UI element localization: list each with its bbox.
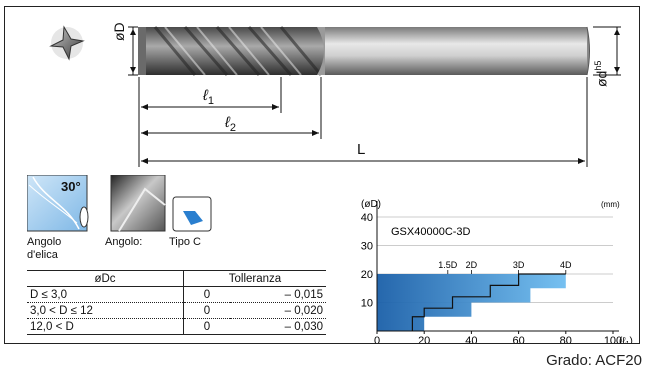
boundary-line (411, 273, 566, 331)
table-row: D ≤ 3,0 0 – 0,015 (27, 286, 326, 303)
y-tick-label: 40 (361, 212, 373, 224)
x-tick-label: 60 (512, 335, 524, 343)
feature-icons (27, 175, 212, 232)
col-header-tolerance: Tolleranza (183, 270, 326, 287)
x-tick-label: 20 (418, 335, 430, 343)
dim-l2-label: ℓ2 (225, 114, 236, 134)
cell-lower: – 0,020 (230, 302, 326, 319)
ratio-label: 1.5D (438, 260, 458, 270)
corner-angle-caption: Angolo: (105, 236, 143, 248)
x-tick-label: 40 (465, 335, 477, 343)
y-tick-label: 20 (361, 269, 373, 281)
x-tick-label: 0 (374, 335, 380, 343)
x-tick-label: 100 (604, 335, 622, 343)
cell-range: D ≤ 3,0 (27, 286, 184, 303)
unit-label: (mm) (601, 200, 620, 209)
end-view-icon (49, 25, 85, 61)
corner-angle-icon (110, 175, 166, 232)
dim-L-label: L (357, 141, 366, 158)
cell-range: 3,0 < D ≤ 12 (27, 302, 184, 319)
y-axis-label: (øD) (361, 199, 381, 210)
type-c-caption: Tipo C (169, 236, 201, 248)
x-tick-label: 80 (560, 335, 572, 343)
cell-lower: – 0,015 (230, 286, 326, 303)
ratio-label: 4D (560, 260, 572, 270)
tolerance-table: øDc Tolleranza D ≤ 3,0 0 – 0,015 3,0 < D… (27, 270, 326, 335)
y-tick-label: 30 (361, 241, 373, 253)
col-header-diameter: øDc (27, 270, 184, 287)
end-mill-drawing (49, 25, 621, 167)
cell-lower: – 0,030 (230, 318, 326, 335)
helix-angle-value: 30° (61, 179, 81, 194)
table-row: 12,0 < D 0 – 0,030 (27, 318, 326, 335)
y-tick-label: 10 (361, 298, 373, 310)
type-c-icon (172, 196, 212, 232)
table-row: 3,0 < D ≤ 12 0 – 0,020 (27, 302, 326, 319)
cell-upper: 0 (183, 302, 230, 319)
cell-upper: 0 (183, 318, 230, 335)
dim-D-label: øD (111, 22, 127, 41)
chart-title: GSX40000C-3D (391, 226, 471, 238)
table-header-row: øDc Tolleranza (27, 270, 326, 287)
ratio-label: 3D (513, 260, 525, 270)
cell-upper: 0 (183, 286, 230, 303)
ratio-label: 2D (466, 260, 478, 270)
x-axis-label: (ℓ1) (619, 336, 633, 343)
dim-l1-label: ℓ1 (203, 87, 214, 107)
grade-label: Grado: ACF20 (546, 352, 642, 369)
helix-angle-icon (27, 175, 89, 232)
length-diameter-chart: 0 20 40 60 80 100 10 20 30 40 1.5D 2D 3D 4D (øD) (mm) GS… (361, 199, 633, 343)
dim-d-label: ødh5 (593, 60, 610, 87)
cell-range: 12,0 < D (27, 318, 184, 335)
